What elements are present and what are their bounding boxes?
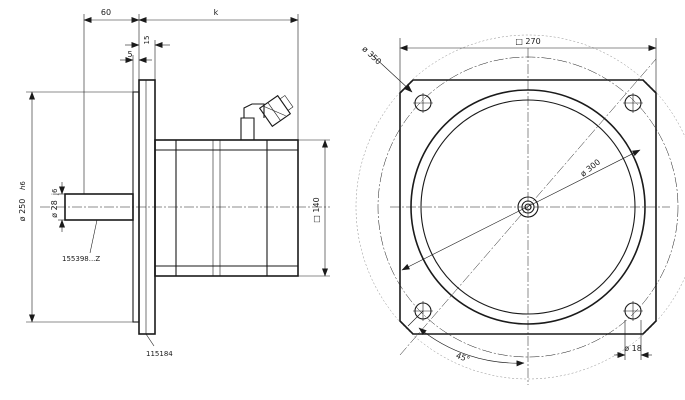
- mounting-holes: [413, 93, 643, 321]
- flange-ref: 115184: [146, 350, 173, 358]
- dim-flange-thickness: 15: [143, 36, 151, 45]
- dim-pitch-circle: ø 300: [579, 157, 602, 178]
- dim-bolt-circle-outer: ø 350: [360, 44, 383, 66]
- dim-angle: 45°: [455, 351, 471, 364]
- dim-length: k: [214, 8, 219, 17]
- front-view: □ 270 ø 350 ø 300 ø 18 45°: [355, 34, 685, 385]
- dim-spigot-tolerance: ℎ6: [19, 181, 27, 190]
- dim-spigot: 5: [127, 50, 132, 59]
- dim-body-square: □ 140: [312, 197, 321, 222]
- dim-flange-offset: 60: [101, 8, 111, 17]
- dim-shaft-tolerance: j6: [51, 188, 59, 196]
- construction-circle: [355, 34, 685, 380]
- motor-body: [154, 139, 299, 277]
- dim-flange-square: □ 270: [515, 37, 540, 46]
- side-view: 60 k 15 5 ø 250 ℎ6 ø 28 j6 □ 140 155398.…: [18, 8, 330, 358]
- angle-arc: [418, 327, 525, 367]
- dim-shaft-diameter: ø 28: [50, 200, 59, 218]
- shaft-ref: 155398...Z: [62, 255, 100, 263]
- flange-outline: [399, 79, 657, 335]
- connector: [240, 94, 294, 140]
- dim-spigot-diameter: ø 250: [18, 199, 27, 222]
- dim-hole: ø 18: [624, 344, 642, 353]
